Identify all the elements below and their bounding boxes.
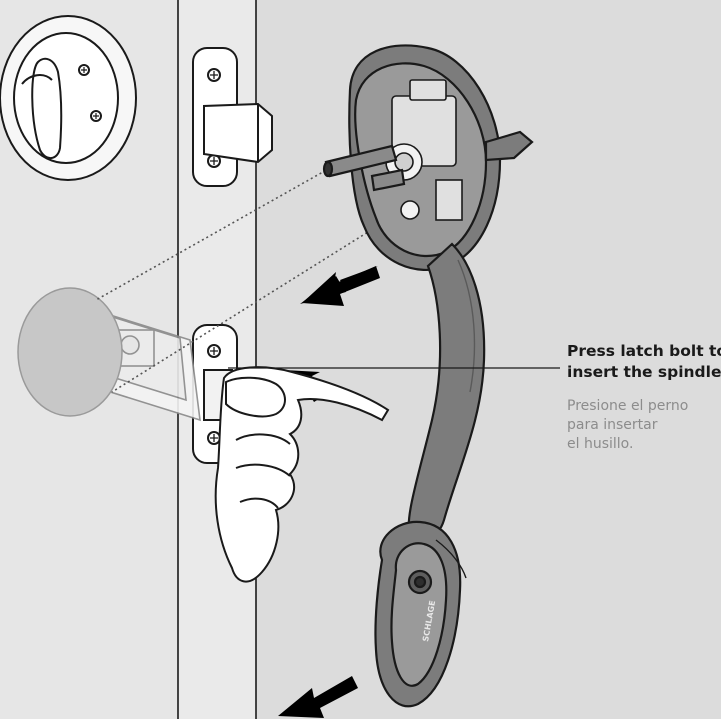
deadbolt-thumbturn	[0, 16, 136, 180]
instruction-english-line-2: insert the spindle.	[567, 362, 721, 383]
instruction-spanish: Presione el perno para insertar el husil…	[567, 397, 688, 454]
latch-rose-ghost	[18, 288, 122, 416]
instruction-spanish-line-1: Presione el perno	[567, 397, 688, 416]
instruction-spanish-line-2: para insertar	[567, 416, 688, 435]
instruction-english: Press latch bolt to insert the spindle.	[567, 341, 721, 383]
instruction-spanish-line-3: el husillo.	[567, 435, 688, 454]
instruction-english-line-1: Press latch bolt to	[567, 341, 721, 362]
